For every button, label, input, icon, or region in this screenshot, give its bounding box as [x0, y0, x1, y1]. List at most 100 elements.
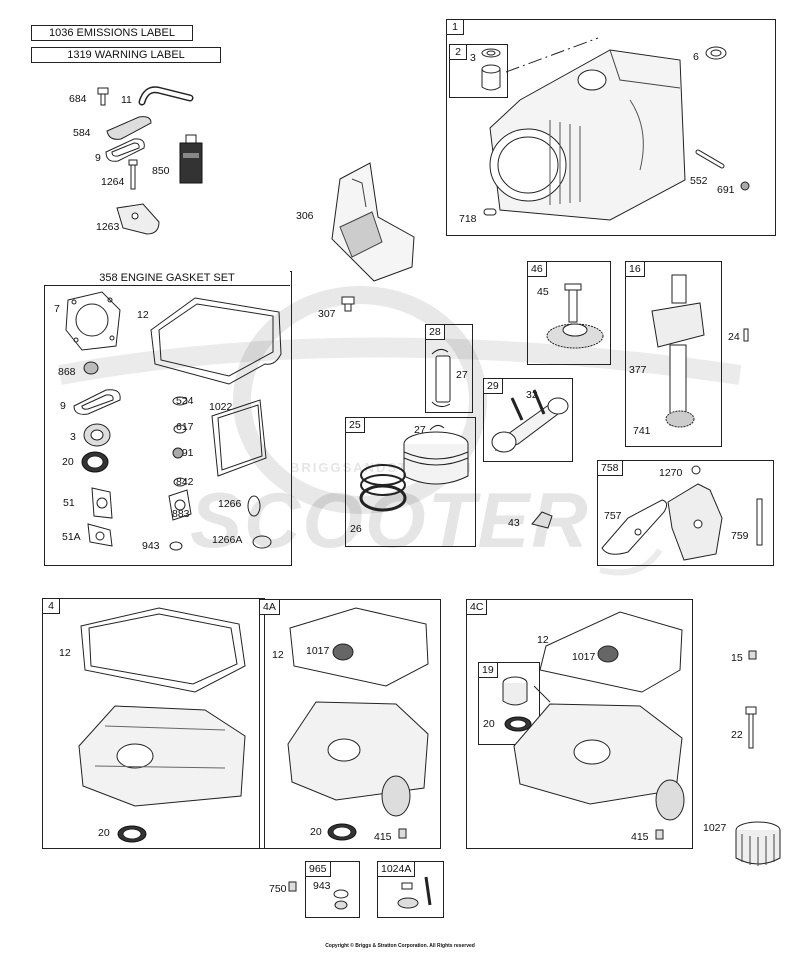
seal-part: [748, 650, 757, 660]
box-tag: 46: [527, 261, 547, 277]
box-tag: 19: [478, 662, 498, 678]
part-label: 12: [59, 647, 71, 659]
part-label: 9: [95, 152, 101, 164]
breather-gasket-part: [73, 389, 121, 415]
part-label: 45: [537, 286, 549, 298]
part-label: 524: [176, 395, 194, 407]
link-kit-box: 758: [597, 460, 774, 566]
box-tag: 965: [305, 861, 331, 877]
part-label: 27: [414, 424, 426, 436]
part-label: 1266: [218, 498, 242, 510]
part-label: 377: [629, 364, 647, 376]
o-ring-part: [173, 477, 187, 487]
part-label: 684: [69, 93, 87, 105]
sump-gasket-part: [150, 297, 282, 385]
part-label: 12: [537, 634, 549, 646]
part-label: 415: [374, 831, 392, 843]
box-tag: 4: [42, 598, 60, 614]
part-label: 943: [142, 540, 160, 552]
bearing-part: [502, 676, 528, 706]
plug-part: [288, 881, 297, 892]
part-label: 27: [456, 369, 468, 381]
oil-filter-part: [735, 821, 781, 866]
part-label: 1017: [306, 645, 330, 657]
bearing-sleeve-part: [481, 48, 501, 91]
warning-label-header: 1319 WARNING LABEL: [31, 47, 221, 63]
piston-part: [403, 431, 469, 485]
exhaust-gasket-part: [168, 489, 192, 521]
plug-part: [398, 828, 407, 839]
plug-part: [172, 447, 184, 459]
box-tag: 1: [446, 19, 464, 35]
o-ring-part: [169, 541, 183, 551]
part-label: 12: [272, 649, 284, 661]
breather-cover-part: [106, 116, 152, 140]
bolt-part: [745, 706, 757, 749]
kit-965-box: 965: [305, 861, 360, 918]
o-ring-part: [173, 424, 187, 434]
sump-4c-bearing-subbox: 19: [478, 662, 540, 745]
part-label: 1264: [101, 176, 125, 188]
sump-4a-box: 4A: [259, 599, 441, 849]
box-tag: 2: [449, 44, 467, 60]
oil-fill-parts: [333, 889, 349, 910]
part-label: 3: [70, 431, 76, 443]
part-label: 1270: [659, 467, 683, 479]
seal-part: [705, 46, 727, 60]
sump-4c-box: 4C: [466, 599, 693, 849]
part-label: 1017: [572, 651, 596, 663]
part-label: 415: [631, 831, 649, 843]
part-label: 868: [58, 366, 76, 378]
dowel-part: [483, 208, 497, 216]
box-tag: 16: [625, 261, 645, 277]
piston-rings-part: [359, 464, 407, 512]
crankshaft-box: 16: [625, 261, 722, 447]
sump-part: [513, 611, 685, 821]
oil-seal-part: [83, 423, 111, 447]
governor-gear-part: [546, 283, 604, 349]
part-label: 584: [73, 127, 91, 139]
box-tag: 29: [483, 378, 503, 394]
pin-part: [756, 498, 763, 546]
piston-pin-part: [431, 348, 451, 408]
bolt-part: [97, 87, 109, 106]
o-ring-part: [252, 535, 272, 549]
screw-part: [341, 296, 355, 312]
part-label: 11: [121, 94, 132, 106]
emissions-label-header: 1036 EMISSIONS LABEL: [31, 25, 193, 41]
valve-cover-gasket-part: [211, 399, 267, 477]
oil-seal-part: [117, 825, 147, 843]
part-label: 741: [633, 425, 651, 437]
part-label: 26: [350, 523, 362, 535]
leader-line: [505, 37, 599, 73]
part-label: 3: [470, 52, 476, 64]
head-gasket-part: [65, 291, 121, 351]
key-part: [743, 328, 749, 342]
part-label: 1022: [209, 401, 233, 413]
part-label: 24: [728, 331, 740, 343]
part-label: 306: [296, 210, 314, 222]
intake-gasket-part: [87, 523, 113, 547]
box-tag: 25: [345, 417, 365, 433]
oil-seal-part: [327, 823, 357, 841]
box-tag: 1024A: [377, 861, 416, 877]
part-label: 22: [731, 729, 743, 741]
bracket-part: [116, 203, 160, 235]
part-label: 20: [310, 826, 322, 838]
retaining-ring-part: [429, 424, 445, 431]
part-label: 15: [731, 652, 743, 664]
connecting-rod-box: 29: [483, 378, 573, 462]
part-label: 6: [693, 51, 699, 63]
cylinder-block-part: [489, 49, 686, 221]
sump-part: [78, 607, 246, 807]
breather-gasket-part: [105, 138, 145, 162]
part-label: 9: [60, 400, 66, 412]
sump-4-box: 4: [42, 598, 265, 849]
part-label: 51: [63, 497, 75, 509]
oil-fill-kit-parts: [397, 876, 432, 909]
dowel-pin-part: [695, 149, 725, 169]
box-tag: 758: [597, 460, 623, 476]
piston-pin-box: 28: [425, 324, 473, 413]
air-guide-part: [331, 162, 415, 282]
part-label: 691: [717, 184, 735, 196]
